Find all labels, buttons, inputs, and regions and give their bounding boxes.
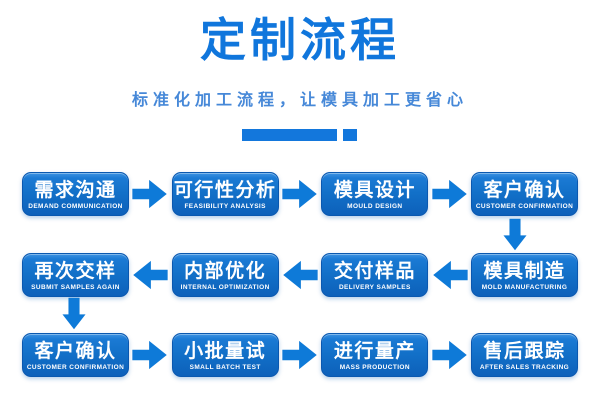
flow-row-2: 再次交样 SUBMIT SAMPLES AGAIN 内部优化 INTERNAL … <box>22 253 579 297</box>
step-label-en: DELIVERY SAMPLES <box>338 283 411 291</box>
step-label-zh: 客户确认 <box>34 340 117 362</box>
flow-step-small-batch-test: 小批量试 SMALL BATCH TEST <box>171 333 279 377</box>
arrow-left-icon <box>279 260 322 290</box>
step-label-zh: 模具制造 <box>483 260 566 282</box>
step-label-zh: 进行量产 <box>333 340 416 362</box>
underline-square <box>343 129 357 141</box>
step-label-zh: 可行性分析 <box>173 179 277 201</box>
step-label-en: SMALL BATCH TEST <box>189 363 261 371</box>
flow-step-mould-design: 模具设计 MOULD DESIGN <box>321 172 429 216</box>
step-label-en: CUSTOMER CONFIRMATION <box>475 202 574 210</box>
step-label-zh: 再次交样 <box>34 260 117 282</box>
arrow-left-icon <box>129 260 172 290</box>
flow-row-3: 客户确认 CUSTOMER CONFIRMATION 小批量试 SMALL BA… <box>22 333 579 377</box>
flow-step-after-sales-tracking: 售后跟踪 AFTER SALES TRACKING <box>471 333 579 377</box>
arrow-right-icon <box>129 179 172 209</box>
step-label-en: DEMAND COMMUNICATION <box>28 202 123 210</box>
step-label-zh: 模具设计 <box>333 179 416 201</box>
flow-step-submit-samples-again: 再次交样 SUBMIT SAMPLES AGAIN <box>22 253 129 297</box>
flow-step-mass-production: 进行量产 MASS PRODUCTION <box>321 333 429 377</box>
page-subtitle: 标准化加工流程，让模具加工更省心 <box>131 92 468 109</box>
flow-step-demand-communication: 需求沟通 DEMAND COMMUNICATION <box>22 172 129 216</box>
arrow-right-icon <box>279 179 322 209</box>
arrow-right-icon <box>279 340 322 370</box>
step-label-en: MASS PRODUCTION <box>339 363 410 371</box>
step-label-zh: 需求沟通 <box>34 179 117 201</box>
step-label-en: INTERNAL OPTIMIZATION <box>180 283 270 291</box>
arrow-down-icon <box>503 218 527 251</box>
step-label-en: MOLD MANUFACTURING <box>481 283 568 291</box>
flow-step-delivery-samples: 交付样品 DELIVERY SAMPLES <box>321 253 429 297</box>
flow-step-customer-confirmation-1: 客户确认 CUSTOMER CONFIRMATION <box>471 172 579 216</box>
flow-step-mold-manufacturing: 模具制造 MOLD MANUFACTURING <box>471 253 579 297</box>
flow-step-feasibility-analysis: 可行性分析 FEASIBILITY ANALYSIS <box>171 172 279 216</box>
flow-step-customer-confirmation-2: 客户确认 CUSTOMER CONFIRMATION <box>22 333 129 377</box>
arrow-left-icon <box>428 260 471 290</box>
step-label-zh: 售后跟踪 <box>483 340 566 362</box>
arrow-right-icon <box>428 179 471 209</box>
step-label-en: AFTER SALES TRACKING <box>479 363 570 371</box>
step-label-zh: 内部优化 <box>184 260 267 282</box>
step-label-zh: 小批量试 <box>184 340 267 362</box>
step-label-zh: 交付样品 <box>333 260 416 282</box>
step-label-en: MOULD DESIGN <box>347 202 403 210</box>
arrow-right-icon <box>129 340 172 370</box>
step-label-en: FEASIBILITY ANALYSIS <box>184 202 266 210</box>
step-label-zh: 客户确认 <box>483 179 566 201</box>
flow-step-internal-optimization: 内部优化 INTERNAL OPTIMIZATION <box>171 253 279 297</box>
arrow-right-icon <box>428 340 471 370</box>
step-label-en: SUBMIT SAMPLES AGAIN <box>31 283 120 291</box>
step-label-en: CUSTOMER CONFIRMATION <box>26 363 125 371</box>
arrow-down-icon <box>62 297 86 330</box>
page-title: 定制流程 <box>200 14 400 66</box>
flow-row-1: 需求沟通 DEMAND COMMUNICATION 可行性分析 FEASIBIL… <box>22 172 579 216</box>
underline-bar <box>242 129 337 141</box>
